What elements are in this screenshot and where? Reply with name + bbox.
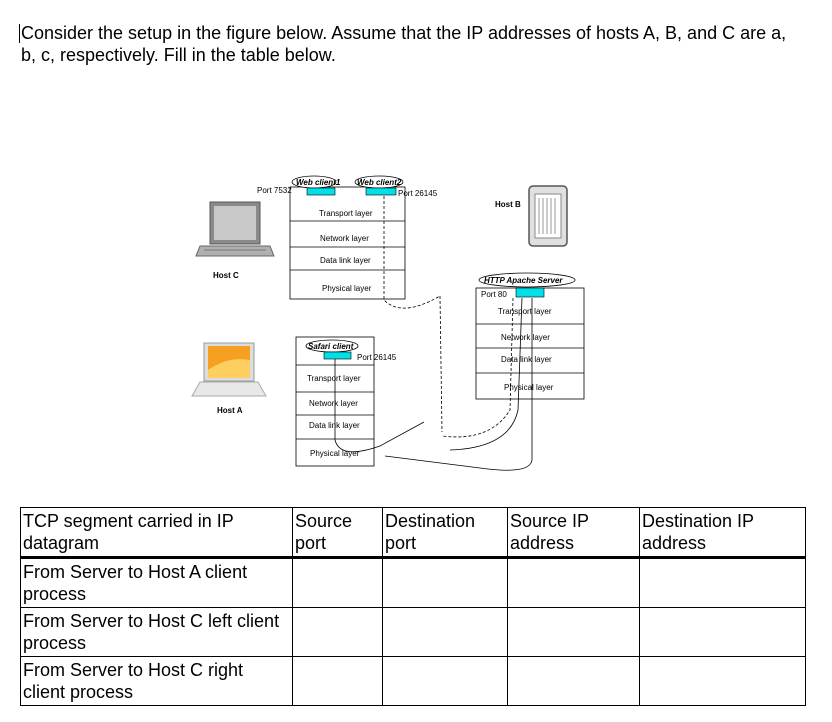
host-b-server-icon	[528, 185, 568, 247]
header-source-ip: Source IP address	[507, 507, 640, 559]
destination-ip-cell[interactable]	[639, 607, 806, 657]
host-c-laptop-icon	[195, 201, 275, 257]
web-client2-label: Web client2	[357, 178, 402, 187]
http-server-label: HTTP Apache Server	[484, 276, 563, 285]
host-c-layer-datalink: Data link layer	[320, 256, 371, 265]
host-b-label: Host B	[495, 200, 521, 209]
host-a-layer-physical: Physical layer	[310, 449, 360, 458]
host-b-protocol-stack	[384, 272, 585, 471]
row-label: From Server to Host A client process	[20, 557, 293, 608]
host-c-protocol-stack	[289, 175, 441, 309]
header-source-port: Source port	[292, 507, 383, 559]
destination-ip-cell[interactable]	[639, 656, 806, 706]
host-a-port-label: Port 26145	[357, 353, 397, 362]
table-row: From Server to Host A client process	[20, 557, 806, 608]
source-ip-cell[interactable]	[507, 557, 640, 608]
text-cursor	[19, 24, 20, 43]
host-b-layer-transport: Transport layer	[498, 307, 552, 316]
answer-table: TCP segment carried in IP datagram Sourc…	[20, 507, 806, 706]
table-header-row: TCP segment carried in IP datagram Sourc…	[20, 507, 806, 559]
host-a-layer-network: Network layer	[309, 399, 358, 408]
safari-client-label: Safari client	[308, 342, 354, 351]
host-b-layer-datalink: Data link layer	[501, 355, 552, 364]
question-prompt: Consider the setup in the figure below. …	[21, 23, 787, 65]
header-destination-port: Destination port	[382, 507, 508, 559]
destination-ip-cell[interactable]	[639, 557, 806, 608]
host-c-layer-transport: Transport layer	[319, 209, 373, 218]
host-a-layer-transport: Transport layer	[307, 374, 361, 383]
source-ip-cell[interactable]	[507, 607, 640, 657]
question-text: Consider the setup in the figure below. …	[19, 22, 801, 66]
host-a-layer-datalink: Data link layer	[309, 421, 360, 430]
host-c-layer-physical: Physical layer	[322, 284, 372, 293]
host-c-layer-network: Network layer	[320, 234, 369, 243]
host-a-label: Host A	[217, 406, 243, 415]
host-c-label: Host C	[213, 271, 239, 280]
source-port-cell[interactable]	[292, 557, 383, 608]
host-a-protocol-stack	[295, 336, 425, 467]
destination-port-cell[interactable]	[382, 656, 508, 706]
table-row: From Server to Host C left client proces…	[20, 607, 806, 657]
host-a-laptop-icon	[191, 342, 267, 397]
network-setup-figure: Host C Host A Host B Web client1 Web cli…	[191, 175, 585, 471]
source-port-cell[interactable]	[292, 607, 383, 657]
host-c-port-label: Port 7532	[257, 186, 292, 195]
host-c-port2-label: Port 26145	[398, 189, 438, 198]
host-b-layer-physical: Physical layer	[504, 383, 554, 392]
destination-port-cell[interactable]	[382, 557, 508, 608]
source-port-cell[interactable]	[292, 656, 383, 706]
web-client1-label: Web client1	[296, 178, 341, 187]
header-destination-ip: Destination IP address	[639, 507, 806, 559]
row-label: From Server to Host C left client proces…	[20, 607, 293, 657]
table-row: From Server to Host C right client proce…	[20, 656, 806, 706]
host-b-port-label: Port 80	[481, 290, 507, 299]
header-segment: TCP segment carried in IP datagram	[20, 507, 293, 559]
host-b-layer-network: Network layer	[501, 333, 550, 342]
destination-port-cell[interactable]	[382, 607, 508, 657]
row-label: From Server to Host C right client proce…	[20, 656, 293, 706]
source-ip-cell[interactable]	[507, 656, 640, 706]
